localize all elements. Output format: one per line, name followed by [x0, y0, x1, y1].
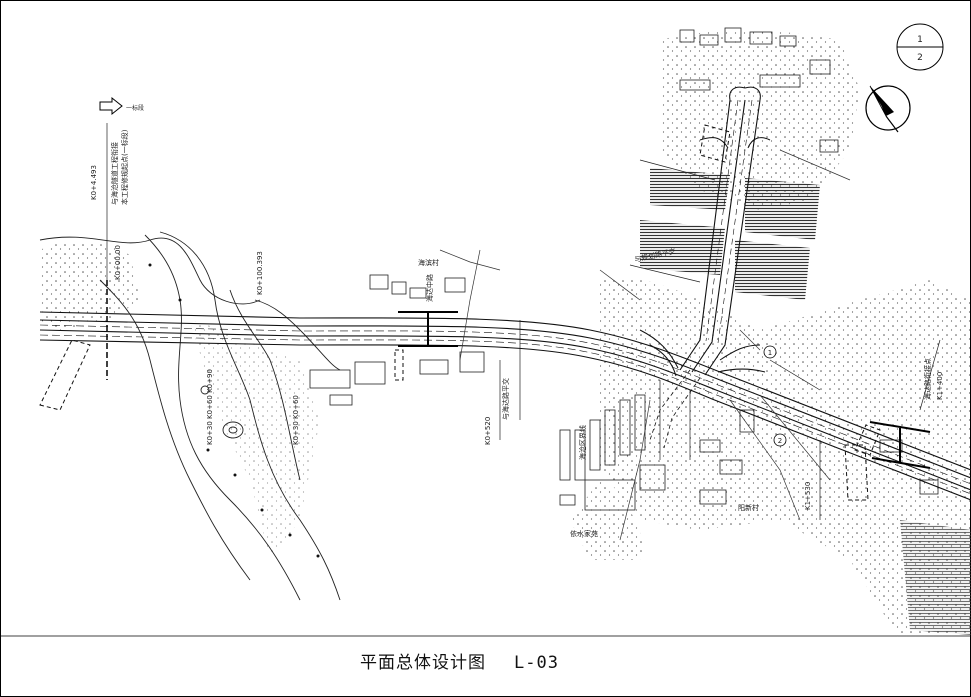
right-vertical-2: K1+400: [936, 372, 944, 400]
sheet-index-total: 2: [917, 53, 923, 63]
leader-lines: [106, 123, 941, 520]
road-label-1: 海达中路: [425, 274, 434, 302]
drawing-code: L-03: [514, 653, 559, 673]
left-stations: K0+30 K0+60 K0+90: [206, 369, 214, 445]
terrain-stipple: [40, 30, 971, 640]
drawing-title-text: 平面总体设计图: [360, 653, 486, 673]
hatched-fields: [640, 168, 971, 635]
village-right: 阳新村: [738, 503, 759, 512]
junction-ramps: [639, 137, 771, 377]
section-markers: [106, 280, 931, 469]
interface-note-2: 本工程修规起点(一标段): [120, 129, 129, 205]
circle-callout-label-1: 1: [768, 349, 772, 357]
sheet-index-current: 1: [917, 35, 923, 45]
station-dots: [148, 263, 320, 558]
sheet-index: 1 2: [896, 23, 944, 71]
left-stations-2: K0+30 K0+60: [292, 395, 300, 445]
circle-callouts: [763, 345, 787, 447]
direction-arrow-icon: [99, 96, 123, 116]
circle-callout-label-2: 2: [778, 437, 782, 445]
road-label-2: 与海达路平交: [501, 378, 510, 420]
buildings: [309, 27, 939, 511]
mid-vertical-2: K0+520: [484, 417, 492, 445]
right-vertical-1: 海达路衔接点: [923, 358, 932, 400]
local-roads: [439, 149, 851, 541]
km-start-label: K0+4.493: [90, 165, 98, 200]
village-bottom: 依水家苑: [570, 529, 598, 538]
cross-road: [649, 86, 761, 449]
interface-note-1: 与海沧隧道工程衔接: [110, 142, 119, 205]
north-arrow-icon: [865, 85, 911, 133]
left-vertical-2: K0+100.393: [256, 251, 264, 295]
left-vertical-1: K0+00.00: [114, 245, 122, 280]
drawing-title: 平面总体设计图 L-03: [360, 648, 559, 673]
village-top: 海滨村: [418, 258, 439, 267]
right-vertical-3: K1+530: [804, 482, 812, 510]
mid-vertical-1: 海沧区界线: [578, 425, 587, 460]
dashed-structures: [39, 124, 881, 501]
direction-note: 一标段: [126, 104, 144, 112]
main-road: [39, 311, 971, 501]
